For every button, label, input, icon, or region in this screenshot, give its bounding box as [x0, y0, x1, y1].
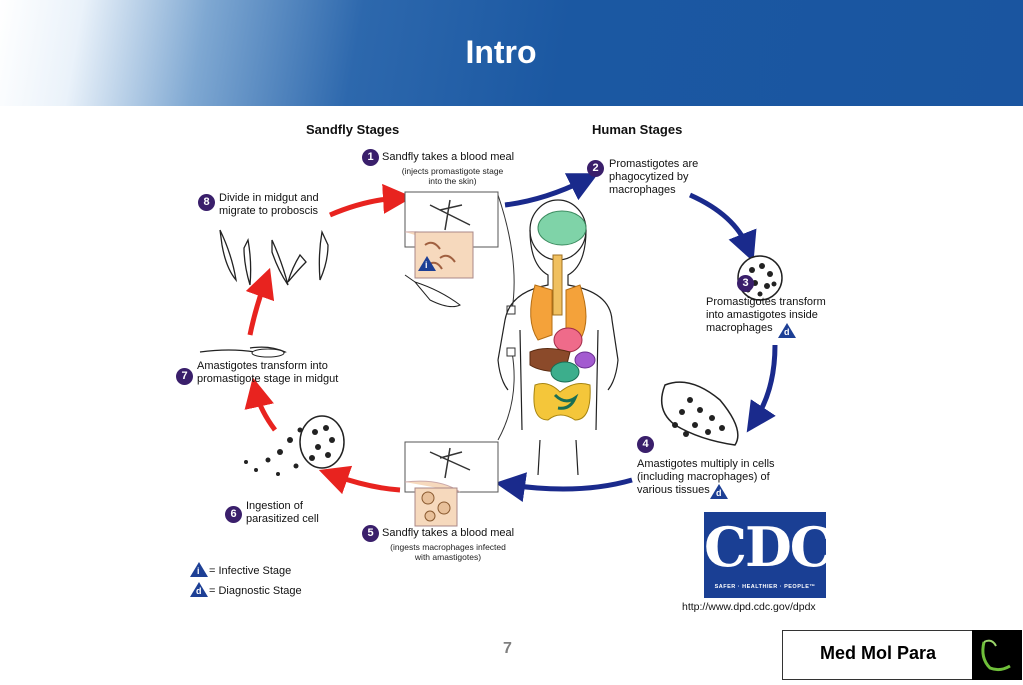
airway: [552, 254, 563, 316]
step-5-sub-1: (ingests macrophages infected: [390, 542, 506, 552]
step-3-line-1: Promastigotes transform: [706, 296, 826, 308]
arrow-2-to-3: [688, 192, 757, 262]
step-8-line-2: migrate to proboscis: [219, 205, 319, 217]
step-4-line-3: various tissues: [637, 484, 710, 496]
footer-box: [782, 630, 974, 680]
parasitized-cell-6: [299, 415, 345, 469]
footer-logo-icon: [972, 630, 1022, 680]
step-1-marker: 1: [362, 149, 379, 166]
legend-infective-icon: i: [190, 562, 208, 577]
stomach: [550, 361, 580, 383]
step-4-line-1: Amastigotes multiply in cells: [637, 458, 775, 470]
page-number: 7: [503, 640, 512, 657]
human-stages-heading: Human Stages: [592, 122, 683, 137]
infective-stage-icon-1: i: [418, 256, 436, 271]
intestines: [533, 383, 591, 421]
promastigotes-8: [219, 229, 329, 286]
step-3-marker: 3: [737, 275, 754, 292]
step-5-marker: 5: [362, 525, 379, 542]
brain: [537, 210, 587, 246]
step-1-label: Sandfly takes a blood meal: [382, 151, 515, 163]
step-8-line-1: Divide in midgut and: [219, 192, 319, 204]
legend-infective-label: = Infective Stage: [209, 565, 292, 577]
step-1-sub-1: (injects promastigote stage: [401, 166, 504, 176]
step-2-marker: 2: [587, 160, 604, 177]
step-7-marker: 7: [176, 368, 193, 385]
arrow-6-to-7: [244, 377, 278, 432]
step-5-label: Sandfly takes a blood meal: [382, 527, 515, 539]
step-7-line-2: promastigote stage in midgut: [197, 373, 339, 385]
diagnostic-stage-icon-3: d: [778, 323, 796, 338]
step-4-line-2: (including macrophages) of: [637, 471, 770, 483]
arrow-7-to-8: [245, 267, 275, 336]
step-2-line-1: Promastigotes are: [609, 158, 699, 170]
step-5-sub-2: with amastigotes): [414, 552, 482, 562]
cdc-logo-text: CDC: [704, 515, 833, 579]
spleen: [574, 351, 596, 369]
slide-title: Intro: [465, 34, 537, 70]
step-6-marker: 6: [225, 506, 242, 523]
step-7-line-1: Amastigotes transform into: [197, 360, 328, 372]
cdc-tagline: SAFER · HEALTHIER · PEOPLE™: [714, 584, 816, 590]
infected-cell-4: [660, 381, 739, 446]
legend-diagnostic-icon: d: [190, 582, 208, 597]
arrow-1-to-2: [504, 173, 599, 208]
arrow-4-to-5: [495, 472, 633, 502]
step-4-marker: 4: [637, 436, 654, 453]
step-6-line-2: parasitized cell: [246, 513, 319, 525]
legend-diagnostic-label: = Diagnostic Stage: [209, 585, 302, 597]
header-banner: [0, 0, 1023, 106]
step-3-line-3: macrophages: [706, 322, 773, 334]
cdc-logo: CDC SAFER · HEALTHIER · PEOPLE™: [704, 512, 833, 598]
step-3-line-2: into amastigotes inside: [706, 309, 818, 321]
arrow-3-to-4: [746, 344, 778, 433]
step-8-marker: 8: [198, 194, 215, 211]
footer-label: Med Mol Para: [820, 643, 937, 663]
step-2-line-2: phagocytized by: [609, 171, 689, 183]
arrow-8-to-1: [329, 183, 413, 218]
source-url[interactable]: http://www.dpd.cdc.gov/dpdx: [682, 601, 816, 613]
step-6-line-1: Ingestion of: [246, 500, 303, 512]
diagnostic-stage-icon-4: d: [710, 484, 728, 499]
human-body: [497, 199, 619, 476]
step-1-sub-2: into the skin): [428, 176, 477, 186]
arrow-5-to-6: [318, 465, 401, 495]
sandfly-stages-heading: Sandfly Stages: [306, 122, 400, 137]
heart: [553, 327, 583, 353]
step-2-line-3: macrophages: [609, 184, 676, 196]
